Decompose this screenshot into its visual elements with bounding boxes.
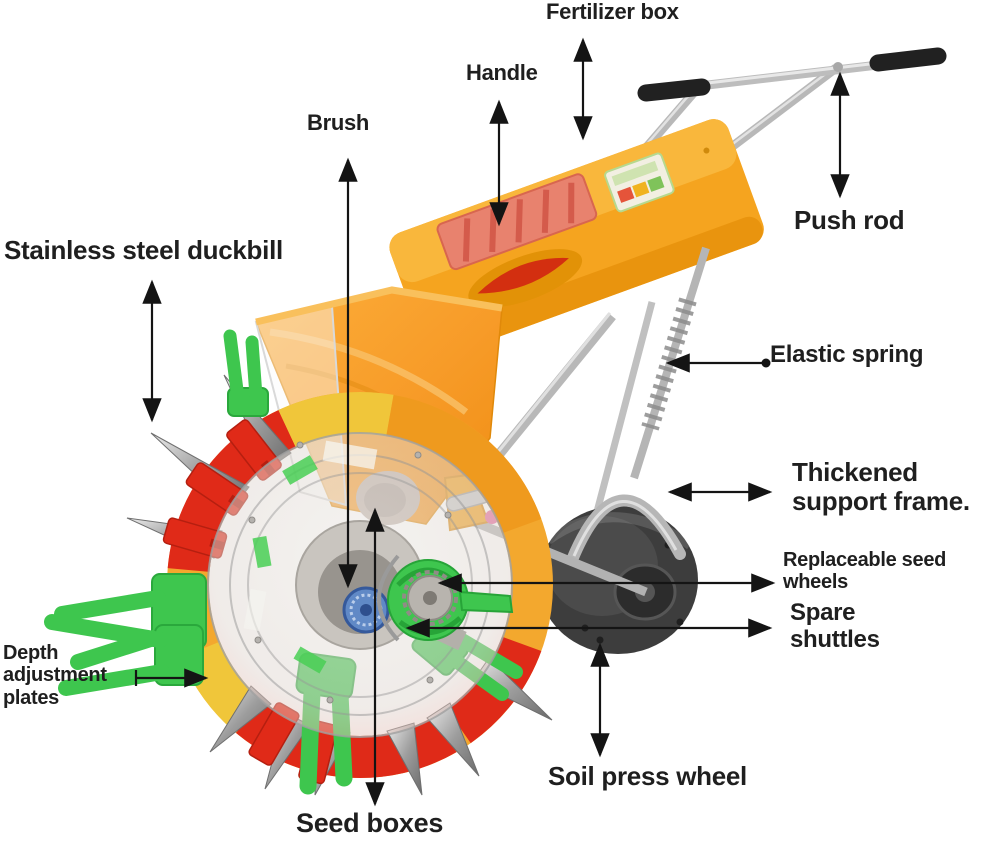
label-stainless-steel-duckbill: Stainless steel duckbill — [4, 235, 283, 265]
label-push-rod: Push rod — [794, 205, 905, 235]
label-spare-shuttles: Spare shuttles — [790, 599, 880, 653]
handlebar-grip-right — [869, 47, 947, 72]
label-handle: Handle — [466, 60, 538, 85]
label-replaceable-seed-wheels: Replaceable seed wheels — [783, 549, 947, 594]
label-elastic-spring: Elastic spring — [770, 341, 924, 368]
label-soil-press-wheel: Soil press wheel — [548, 761, 747, 791]
label-thickened-support-frame: Thickened support frame. — [792, 457, 970, 517]
label-fertilizer-box: Fertilizer box — [546, 0, 679, 24]
label-brush: Brush — [307, 110, 370, 135]
handlebar-grip-left — [637, 78, 711, 102]
handlebar — [637, 47, 947, 102]
arrow-elastic-spring-dot — [761, 358, 771, 368]
label-depth-adjustment-plates: Depth adjustment plates — [3, 642, 107, 709]
planting-wheel — [44, 329, 553, 796]
fertilizer-box-part — [389, 119, 764, 358]
label-seed-boxes: Seed boxes — [296, 808, 444, 838]
